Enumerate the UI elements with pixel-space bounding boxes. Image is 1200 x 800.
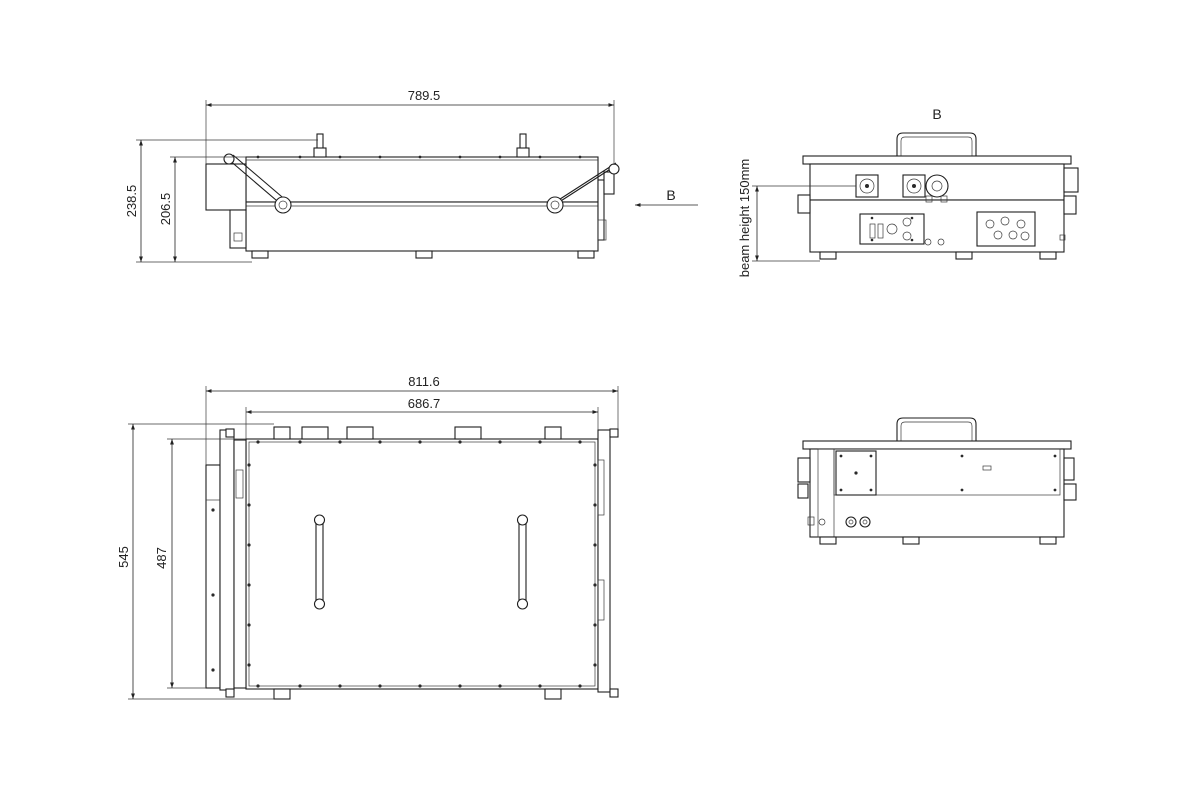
dim-side-height: 238.5 — [124, 185, 139, 218]
lift-posts — [313, 133, 530, 158]
perimeter-bolts — [211, 440, 597, 688]
top-view: 811.6 686.7 545 487 — [116, 374, 619, 700]
lid-handles — [313, 514, 529, 610]
lower-panel — [859, 211, 1066, 247]
beam-height-label: beam height 150mm — [737, 159, 752, 278]
upper-connectors — [855, 174, 949, 203]
view-arrow-label: B — [666, 187, 675, 203]
dim-top-length: 811.6 — [408, 374, 440, 389]
side-view: 789.5 238.5 206.5 B — [124, 88, 698, 263]
dim-side-length: 789.5 — [408, 88, 441, 103]
top-connectors — [225, 426, 619, 440]
swing-arms — [223, 153, 620, 214]
feet — [251, 250, 595, 259]
view-b: B — [737, 106, 1079, 278]
rear-view — [797, 417, 1077, 545]
dim-top-inner-length: 686.7 — [408, 396, 441, 411]
view-b-title: B — [932, 106, 941, 122]
dim-side-body-height: 206.5 — [158, 193, 173, 226]
dim-top-inner-depth: 487 — [154, 547, 169, 569]
lid-bolts — [256, 155, 582, 159]
dim-top-depth: 545 — [116, 546, 131, 568]
